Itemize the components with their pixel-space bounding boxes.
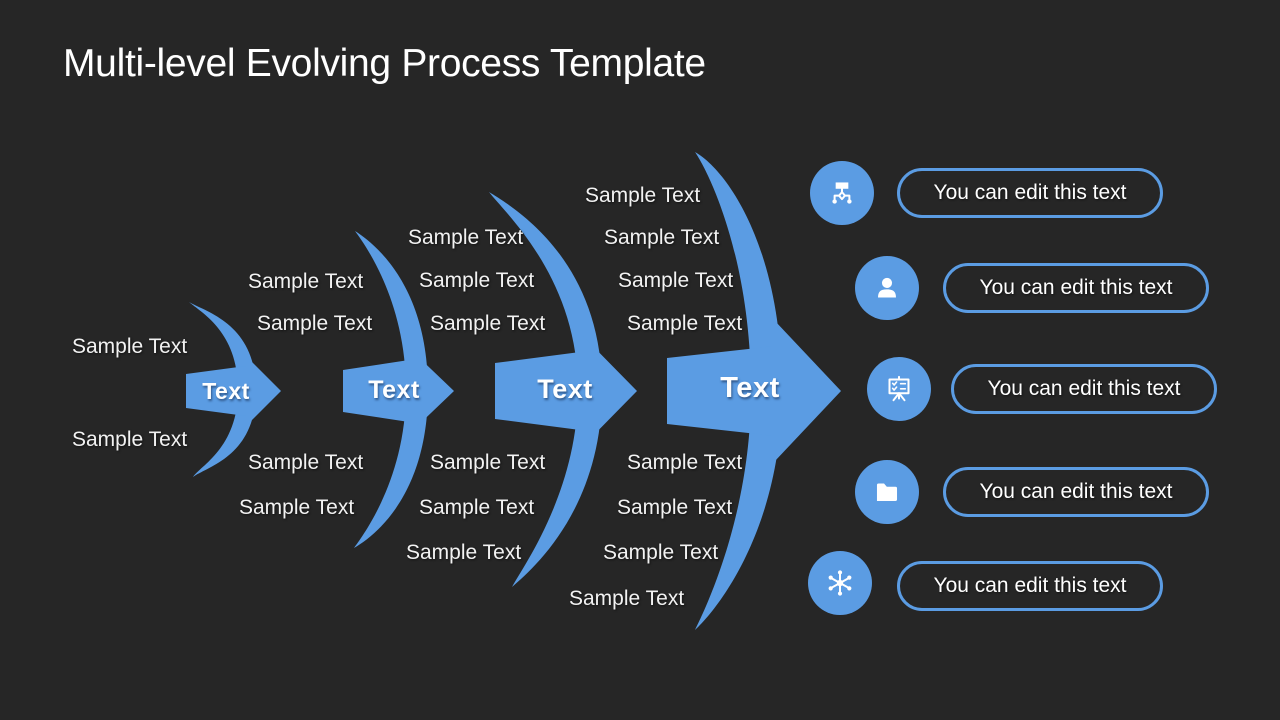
sample-text-label: Sample Text (248, 270, 364, 293)
sample-text-label: Sample Text (430, 312, 546, 335)
user-icon[interactable] (855, 256, 919, 320)
sample-text-label: Sample Text (627, 451, 743, 474)
sample-text-label: Sample Text (617, 496, 733, 519)
edit-text-button-5[interactable]: You can edit this text (897, 561, 1163, 611)
stage-4-arrow (667, 321, 841, 461)
stage-1-curve (189, 302, 256, 477)
sample-text-label: Sample Text (430, 451, 546, 474)
stage-2-arrow (343, 348, 454, 434)
sample-text-label: Sample Text (239, 496, 355, 519)
sample-text-label: Sample Text (419, 496, 535, 519)
edit-text-button-2[interactable]: You can edit this text (943, 263, 1209, 313)
sample-text-label: Sample Text (603, 541, 719, 564)
stage-4-curve (695, 152, 782, 630)
sample-text-label: Sample Text (604, 226, 720, 249)
sample-text-label: Sample Text (569, 587, 685, 610)
sample-text-label: Sample Text (257, 312, 373, 335)
stage-3-curve (489, 192, 602, 587)
org-chart-icon[interactable] (810, 161, 874, 225)
stage-4-arrow-label: Text (720, 372, 780, 404)
stage-1-arrow-label: Text (202, 378, 250, 404)
stage-3-arrow-label: Text (537, 374, 593, 404)
sample-text-label: Sample Text (406, 541, 522, 564)
sample-text-label: Sample Text (627, 312, 743, 335)
stage-2-arrow-label: Text (368, 376, 420, 404)
edit-text-button-3[interactable]: You can edit this text (951, 364, 1217, 414)
sample-text-label: Sample Text (72, 335, 188, 358)
sample-text-label: Sample Text (248, 451, 364, 474)
network-hub-icon[interactable] (808, 551, 872, 615)
sample-text-label: Sample Text (585, 184, 701, 207)
stage-2-curve (354, 231, 428, 548)
folder-icon[interactable] (855, 460, 919, 524)
page-title: Multi-level Evolving Process Template (63, 42, 706, 85)
sample-text-label: Sample Text (408, 226, 524, 249)
sample-text-label: Sample Text (72, 428, 188, 451)
sample-text-label: Sample Text (419, 269, 535, 292)
presentation-icon[interactable] (867, 357, 931, 421)
stage-3-arrow (495, 333, 637, 449)
sample-text-label: Sample Text (618, 269, 734, 292)
edit-text-button-4[interactable]: You can edit this text (943, 467, 1209, 517)
edit-text-button-1[interactable]: You can edit this text (897, 168, 1163, 218)
stage-1-arrow (186, 356, 281, 426)
